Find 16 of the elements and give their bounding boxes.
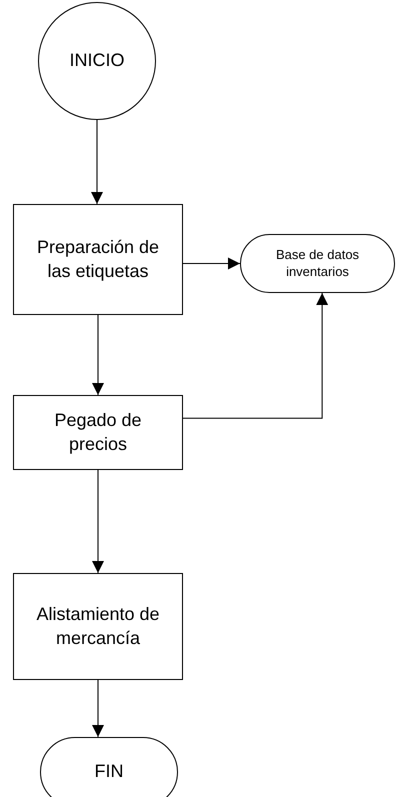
process-box xyxy=(13,204,183,315)
node-label: Alistamiento de mercancía xyxy=(35,603,161,650)
node-label: Pegado de precios xyxy=(53,409,143,456)
process-box xyxy=(13,395,183,470)
arrow xyxy=(92,470,104,574)
node-label: Preparación de las etiquetas xyxy=(36,236,160,283)
arrow xyxy=(182,258,240,270)
arrow xyxy=(92,314,104,396)
arrow xyxy=(91,120,103,204)
node-label: Base de datos inventarios xyxy=(274,246,360,280)
node-label: INICIO xyxy=(69,49,124,72)
process-box xyxy=(13,573,183,680)
node-label: FIN xyxy=(94,760,124,784)
arrow xyxy=(92,680,104,738)
terminal-shape xyxy=(40,737,178,797)
arrow xyxy=(182,292,328,419)
